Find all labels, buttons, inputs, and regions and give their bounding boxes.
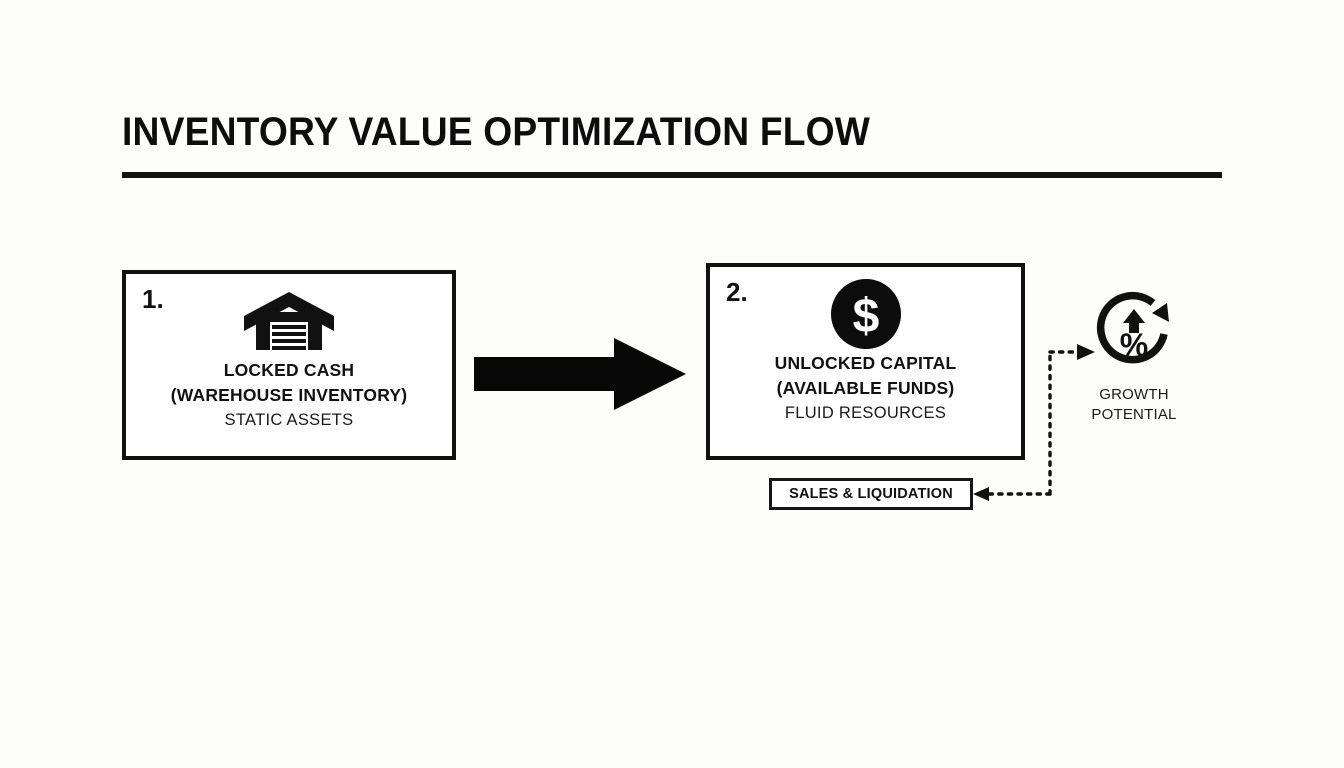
left-arrowhead-icon — [973, 487, 989, 501]
dollar-coin-icon: $ — [830, 279, 902, 349]
right-arrowhead-icon — [1077, 344, 1095, 360]
stage-title: LOCKED CASH (WAREHOUSE INVENTORY) — [171, 358, 408, 409]
stage-title-line-1: LOCKED CASH — [223, 360, 355, 380]
sales-liquidation-box[interactable]: SALES & LIQUIDATION — [769, 478, 973, 510]
sales-liquidation-label: SALES & LIQUIDATION — [789, 486, 953, 502]
feedback-dotted-path — [965, 330, 1105, 515]
stage-subtitle: STATIC ASSETS — [224, 410, 354, 429]
stage-box-locked-cash[interactable]: 1. LOCKED CASH (WAREHOUSE INVENTORY) STA… — [122, 270, 456, 460]
stage-number: 1. — [142, 284, 164, 314]
stage-title-line-1: UNLOCKED CAPITAL — [774, 353, 957, 373]
growth-potential-group[interactable]: % GROWTH POTENTIAL — [1078, 286, 1190, 426]
svg-text:$: $ — [852, 290, 879, 343]
svg-text:%: % — [1120, 327, 1148, 363]
stage-title-line-2: (AVAILABLE FUNDS) — [776, 378, 955, 399]
stage-box-unlocked-capital[interactable]: 2. $ UNLOCKED CAPITAL (AVAILABLE FUNDS) … — [706, 263, 1025, 460]
growth-percent-cycle-icon: % — [1091, 286, 1177, 377]
stage-title-line-2: (WAREHOUSE INVENTORY) — [170, 385, 408, 406]
growth-potential-label: GROWTH POTENTIAL — [1091, 386, 1177, 424]
stage-subtitle: FLUID RESOURCES — [784, 403, 947, 422]
title-underline — [122, 172, 1222, 178]
page-title: INVENTORY VALUE OPTIMIZATION FLOW — [122, 110, 871, 154]
stage-number: 2. — [726, 277, 748, 307]
right-block-arrow-icon — [474, 338, 686, 410]
stage-title: UNLOCKED CAPITAL (AVAILABLE FUNDS) — [775, 351, 957, 402]
warehouse-icon — [243, 288, 335, 354]
